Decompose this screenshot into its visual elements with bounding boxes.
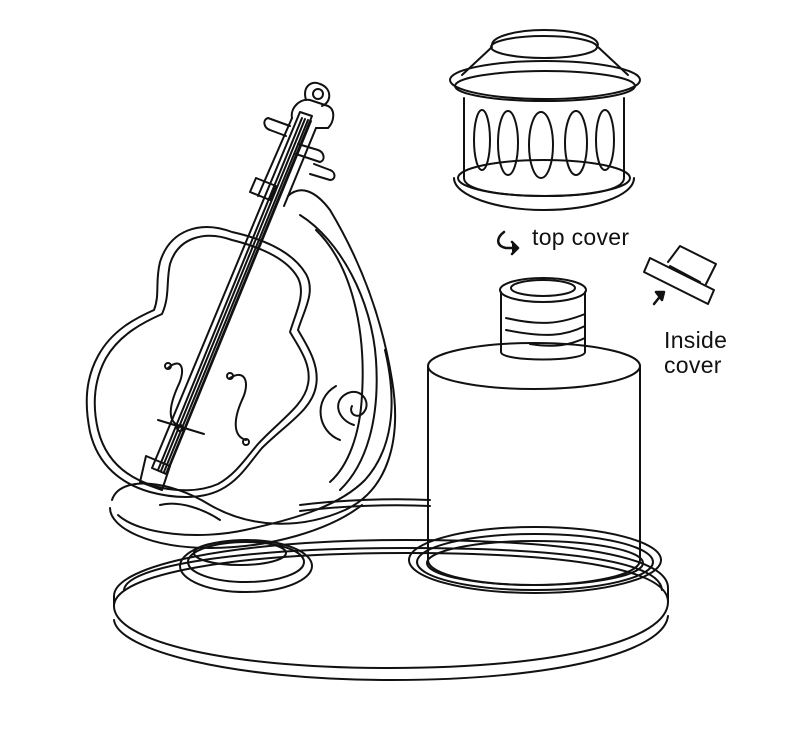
violin	[85, 81, 336, 498]
inside-cover-label: Inside cover	[664, 328, 727, 378]
inside-cover-arrow-icon	[652, 290, 666, 306]
inside-cover-label-line1: Inside	[664, 327, 728, 353]
power-cable	[299, 498, 431, 506]
top-cover-label-text: top cover	[532, 224, 630, 250]
inside-cover-label-line2: cover	[664, 352, 722, 378]
inside-cover	[643, 245, 717, 305]
base-plate	[113, 539, 669, 681]
violin-stand	[109, 189, 397, 593]
diffuser-body	[408, 277, 662, 594]
top-cover-label: top cover	[532, 225, 629, 250]
top-cover	[449, 29, 641, 211]
top-cover-arrow-icon	[497, 230, 520, 256]
